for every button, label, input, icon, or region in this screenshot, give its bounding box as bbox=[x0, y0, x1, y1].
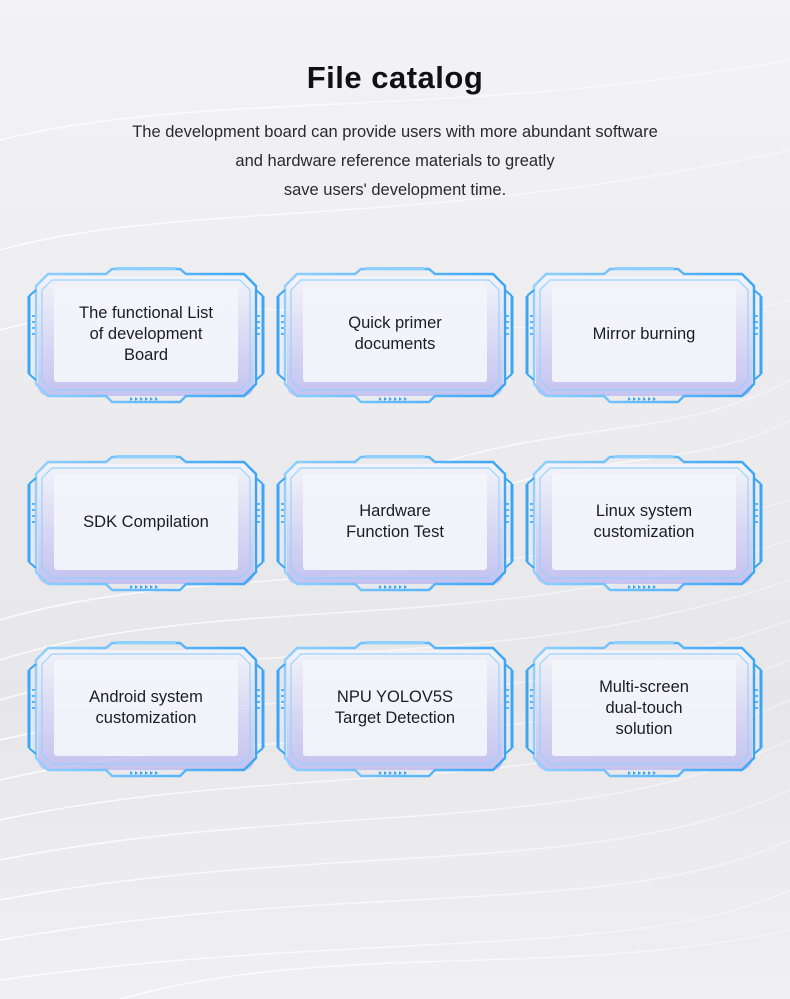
card-label-line: Target Detection bbox=[334, 709, 456, 727]
catalog-card-android-customization[interactable]: Android system customization bbox=[26, 640, 266, 780]
card-label-line: dual-touch bbox=[605, 698, 683, 717]
card-label-line: customization bbox=[95, 709, 197, 727]
card-frame bbox=[276, 641, 514, 778]
card-label: NPU YOLOV5S Target Detection bbox=[303, 660, 487, 756]
subtitle-line: The development board can provide users … bbox=[132, 123, 658, 141]
card-label: Mirror burning bbox=[552, 286, 736, 382]
card-label-line: Linux system bbox=[595, 502, 693, 520]
card-label-line: Multi-screen bbox=[599, 677, 689, 696]
card-label-line: Board bbox=[123, 345, 168, 364]
catalog-card-mirror-burning[interactable]: Mirror burning bbox=[524, 266, 764, 406]
card-label-line: The functional List bbox=[79, 303, 213, 322]
page-subtitle: The development board can provide users … bbox=[75, 118, 715, 205]
card-frame bbox=[27, 641, 265, 778]
catalog-card-quick-primer[interactable]: Quick primer documents bbox=[275, 266, 515, 406]
card-label: Android system customization bbox=[54, 660, 238, 756]
card-label: Quick primer documents bbox=[303, 286, 487, 382]
page-title: File catalog bbox=[306, 60, 484, 95]
card-frame bbox=[525, 267, 763, 404]
card-label: Multi-screen dual-touch solution bbox=[552, 660, 736, 756]
card-frame bbox=[525, 455, 763, 592]
catalog-card-sdk-compilation[interactable]: SDK Compilation bbox=[26, 454, 266, 594]
header: File catalog The development board can p… bbox=[0, 60, 790, 205]
card-label-line: Android system bbox=[89, 688, 203, 706]
card-label: Hardware Function Test bbox=[303, 474, 487, 570]
card-label: The functional List of development Board bbox=[54, 286, 238, 382]
card-label-line: NPU YOLOV5S bbox=[336, 688, 454, 706]
card-frame bbox=[276, 267, 514, 404]
card-label-line: customization bbox=[593, 523, 695, 541]
catalog-card-multi-screen[interactable]: Multi-screen dual-touch solution bbox=[524, 640, 764, 780]
subtitle-line: save users' development time. bbox=[283, 181, 507, 199]
card-label-line: Mirror burning bbox=[592, 324, 696, 343]
card-label-line: Quick primer bbox=[348, 314, 442, 332]
subtitle-line: and hardware reference materials to grea… bbox=[235, 152, 555, 170]
catalog-card-hardware-function-test[interactable]: Hardware Function Test bbox=[275, 454, 515, 594]
card-frame bbox=[525, 641, 763, 778]
card-label: SDK Compilation bbox=[54, 474, 238, 570]
card-label: Linux system customization bbox=[552, 474, 736, 570]
catalog-card-functional-list[interactable]: The functional List of development Board bbox=[26, 266, 266, 406]
card-label-line: documents bbox=[354, 335, 436, 353]
card-label-line: Function Test bbox=[346, 523, 444, 541]
card-label-line: solution bbox=[615, 719, 673, 738]
card-frame bbox=[27, 267, 265, 404]
catalog-card-npu-yolov5s[interactable]: NPU YOLOV5S Target Detection bbox=[275, 640, 515, 780]
card-label-line: SDK Compilation bbox=[83, 512, 209, 531]
card-label-line: Hardware bbox=[359, 502, 431, 520]
card-label-line: of development bbox=[89, 324, 203, 343]
catalog-card-linux-customization[interactable]: Linux system customization bbox=[524, 454, 764, 594]
card-frame bbox=[27, 455, 265, 592]
card-frame bbox=[276, 455, 514, 592]
